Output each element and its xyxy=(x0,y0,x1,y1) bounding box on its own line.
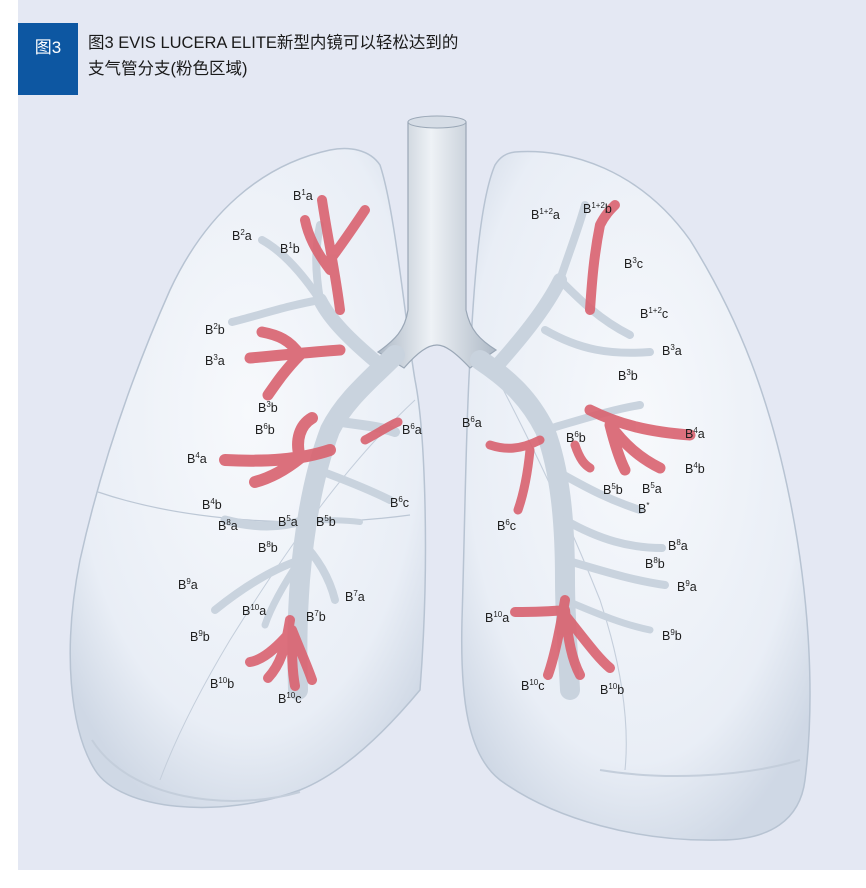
caption-line-1: 图3 EVIS LUCERA ELITE新型内镜可以轻松达到的 xyxy=(88,30,458,56)
figure-number-tag: 图3 xyxy=(18,23,78,95)
caption-line-2: 支气管分支(粉色区域) xyxy=(88,56,458,82)
trachea-opening xyxy=(408,116,466,128)
right-lung xyxy=(70,149,425,808)
figure-caption: 图3 EVIS LUCERA ELITE新型内镜可以轻松达到的 支气管分支(粉色… xyxy=(88,30,458,82)
left-lung xyxy=(462,152,810,841)
